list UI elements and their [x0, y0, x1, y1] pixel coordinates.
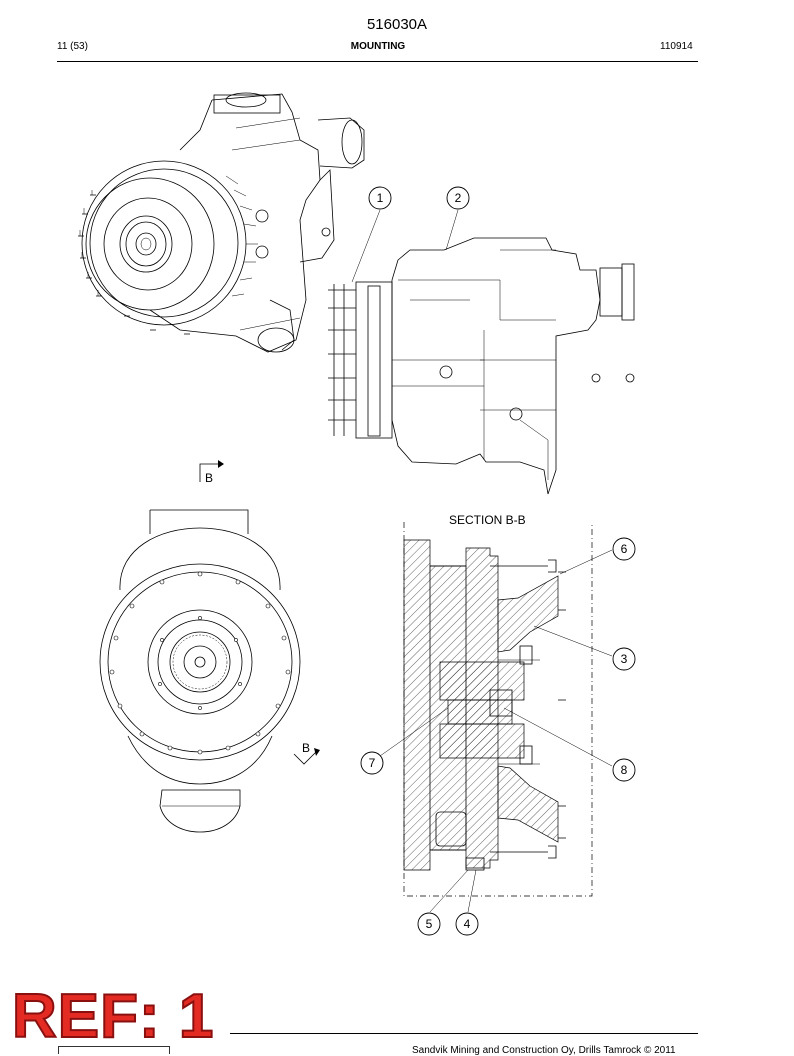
- callout-6: 6: [612, 537, 636, 561]
- document-date: 110914: [660, 41, 693, 52]
- callout-1: 1: [368, 186, 392, 210]
- svg-text:8: 8: [621, 763, 628, 777]
- svg-text:4: 4: [464, 917, 471, 931]
- front-view: [99, 509, 301, 833]
- copyright-text: Sandvik Mining and Construction Oy, Dril…: [412, 1045, 676, 1056]
- callout-4: 4: [455, 912, 479, 936]
- footer-divider: [230, 1033, 698, 1034]
- isometric-view: [78, 92, 365, 353]
- view-marker-top-label: B: [205, 471, 213, 485]
- svg-text:2: 2: [455, 191, 462, 205]
- callout-8: 8: [612, 758, 636, 782]
- ref-stamp: REF: 1: [11, 982, 215, 1051]
- callout-7: 7: [360, 751, 384, 775]
- section-b-b-label: SECTION B-B: [449, 513, 526, 527]
- section-b-b: SECTION B-B: [403, 513, 593, 897]
- logo-fragment: [58, 1046, 170, 1054]
- section-title: MOUNTING: [350, 41, 406, 52]
- callout-2: 2: [446, 186, 470, 210]
- svg-text:1: 1: [377, 191, 384, 205]
- svg-text:3: 3: [621, 652, 628, 666]
- document-number: 516030A: [366, 16, 428, 33]
- svg-text:6: 6: [621, 542, 628, 556]
- callout-3: 3: [612, 647, 636, 671]
- callouts: 1 2 3 4 5 6 7 8: [351, 186, 636, 936]
- side-view: [328, 237, 635, 495]
- view-marker-bottom: B: [293, 741, 320, 765]
- page-count: 11 (53): [57, 41, 88, 52]
- header-divider: [57, 61, 698, 62]
- view-marker-bottom-label: B: [302, 741, 310, 755]
- svg-text:5: 5: [426, 917, 433, 931]
- callout-5: 5: [417, 912, 441, 936]
- view-marker-top: B: [199, 460, 224, 485]
- svg-text:7: 7: [369, 756, 376, 770]
